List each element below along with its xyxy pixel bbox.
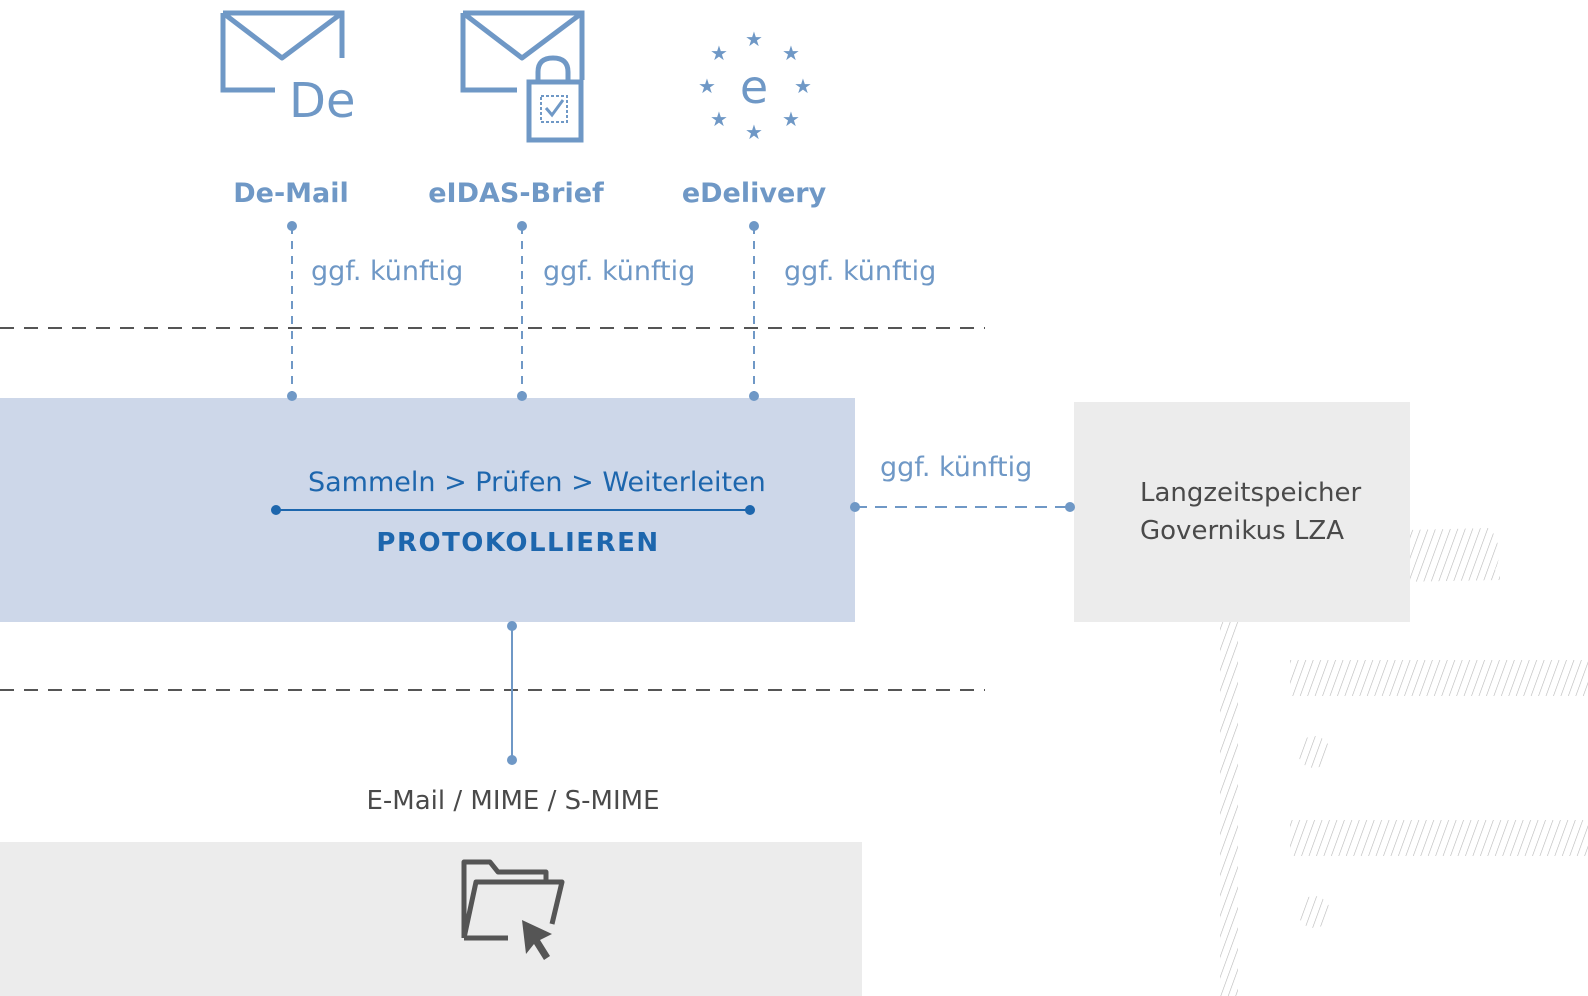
protocol-label: E-Mail / MIME / S-MIME [366,786,660,816]
archive-connector [850,502,1075,512]
archive-box [1074,402,1410,622]
edelivery-connector [749,221,759,401]
channel-label-de-mail: De-Mail [233,178,349,209]
svg-text:De: De [289,73,356,125]
channel-label-edelivery: eDelivery [681,178,827,209]
svg-text:★: ★ [745,120,763,144]
svg-text:★: ★ [710,107,728,131]
svg-text:★: ★ [782,107,800,131]
channel-label-eidas-brief: eIDAS-Brief [428,178,604,209]
svg-text:★: ★ [698,74,716,98]
eidas-brief-connector [517,221,527,401]
eu-stars-e-icon: ★ ★ ★ ★ ★ ★ ★ ★ e [690,26,820,150]
svg-text:★: ★ [782,41,800,65]
hub-title: PROTOKOLLIEREN [376,528,660,558]
de-mail-envelope-icon: De [215,10,360,129]
envelope-lock-icon [455,10,590,149]
hub-steps-text: Sammeln > Prüfen > Weiterleiten [308,467,766,498]
archive-line-2: Governikus LZA [1140,516,1345,546]
archive-line-1: Langzeitspeicher [1140,478,1362,508]
svg-text:★: ★ [745,27,763,51]
client-connector [507,621,517,765]
future-label-de-mail: ggf. künftig [311,256,464,287]
archive-label: Langzeitspeicher Governikus LZA [1140,474,1361,550]
folder-cursor-icon [456,858,571,972]
client-box [0,842,862,996]
future-label-archive: ggf. künftig [880,452,1033,483]
future-label-eidas-brief: ggf. künftig [543,256,696,287]
svg-text:★: ★ [794,74,812,98]
hub-process-line [271,505,755,515]
svg-text:e: e [740,60,768,114]
de-mail-connector [287,221,297,401]
future-label-edelivery: ggf. künftig [784,256,937,287]
svg-text:★: ★ [710,41,728,65]
